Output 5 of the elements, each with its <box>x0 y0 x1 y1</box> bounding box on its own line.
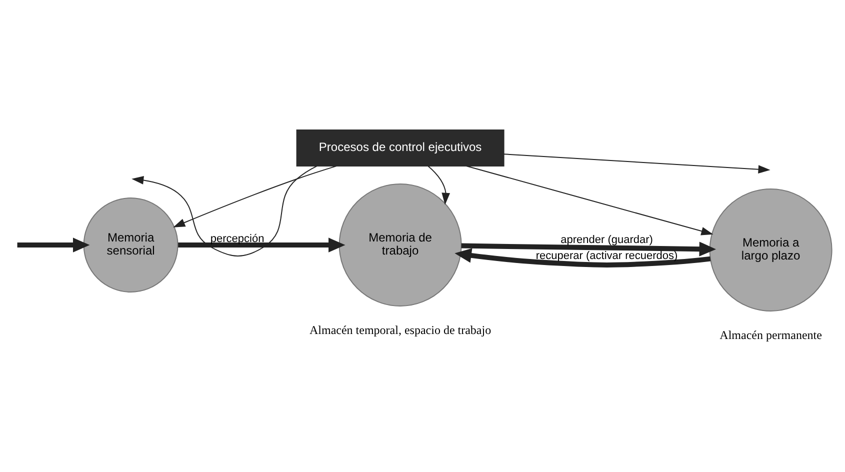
node-label: Almacén temporal, espacio de trabajo <box>310 322 492 337</box>
edge-label: aprender (guardar) <box>560 233 653 246</box>
edge-label: percepción <box>210 232 264 244</box>
edge-label: recuperar (activar recuerdos) <box>536 249 678 262</box>
node-label: Almacén permanente <box>720 328 822 342</box>
